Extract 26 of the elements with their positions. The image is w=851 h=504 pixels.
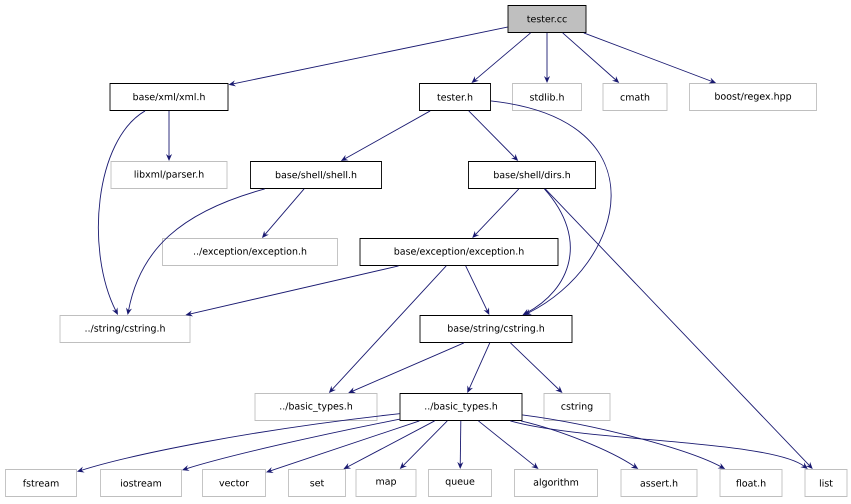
file-box: vector [202, 469, 266, 497]
file-box: ../string/cstring.h [60, 315, 190, 343]
file-box: assert.h [620, 469, 698, 497]
file-box: base/shell/shell.h [250, 161, 382, 189]
file-box: ../basic_types.h [254, 393, 378, 421]
file-box: set [288, 469, 346, 497]
header-box: tester.cc [508, 5, 586, 33]
file-box: libxml/parser.h [110, 161, 228, 189]
file-box: base/xml/xml.h [110, 83, 228, 111]
file-box: iostream [100, 469, 182, 497]
file-box: queue [428, 469, 492, 497]
file-box: base/shell/dirs.h [468, 161, 596, 189]
file-box: ../exception/exception.h [162, 238, 338, 266]
file-box: algorithm [514, 469, 598, 497]
file-box: float.h [720, 469, 782, 497]
file-box: tester.h [419, 83, 491, 111]
file-box: base/exception/exception.h [360, 238, 558, 266]
file-box: boost/regex.hpp [689, 83, 817, 111]
file-box: stdlib.h [512, 83, 582, 111]
file-box: fstream [5, 469, 77, 497]
file-box: list [804, 469, 848, 497]
file-box: cstring [544, 393, 610, 421]
file-box: ../basic_types.h [400, 393, 522, 421]
file-box: base/string/cstring.h [420, 315, 572, 343]
file-box: cmath [602, 83, 668, 111]
file-box: map [356, 469, 416, 497]
